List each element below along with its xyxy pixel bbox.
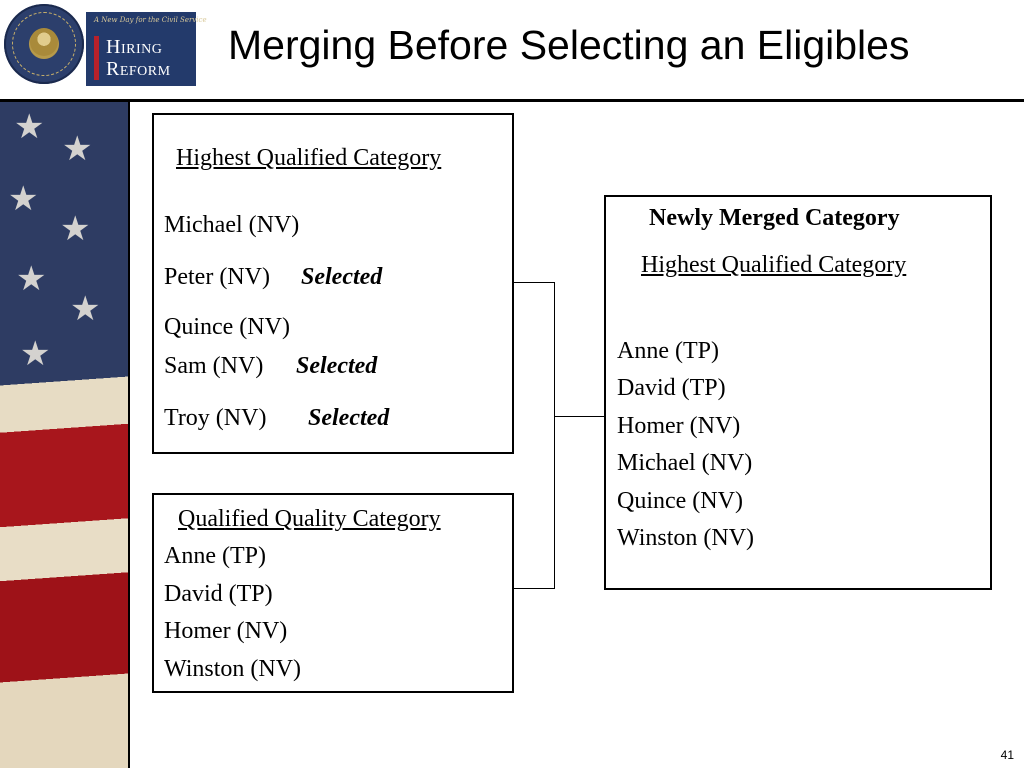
selected-label: Selected (308, 405, 390, 431)
page-number: 41 (1000, 748, 1014, 762)
list-item: David (TP) (617, 375, 726, 401)
star-icon: ★ (14, 107, 45, 147)
list-item: Anne (TP) (164, 543, 266, 569)
list-item: Winston (NV) (617, 525, 755, 551)
logo-name-line2: Reform (106, 58, 171, 80)
logo-name-line1: Hiring (106, 36, 163, 58)
list-item: Homer (NV) (617, 413, 741, 439)
list-item: Homer (NV) (164, 618, 288, 644)
star-icon: ★ (20, 334, 51, 374)
highest-qualified-box: Highest Qualified Category Michael (NV) … (152, 113, 514, 454)
list-item: Quince (NV) (617, 488, 743, 514)
star-icon: ★ (8, 179, 39, 219)
star-icon: ★ (70, 289, 101, 329)
qualified-quality-box: Qualified Quality Category Anne (TP) Dav… (152, 493, 514, 693)
selected-label: Selected (296, 353, 378, 379)
merged-title: Newly Merged Category (649, 205, 900, 231)
slide-title: Merging Before Selecting an Eligibles (228, 22, 910, 68)
connector-line (514, 588, 555, 589)
box-heading: Highest Qualified Category (641, 252, 907, 278)
box-heading: Qualified Quality Category (178, 506, 441, 532)
flag-divider (128, 102, 130, 768)
list-item: Anne (TP) (617, 338, 719, 364)
connector-line (554, 416, 604, 417)
flag-image: ★ ★ ★ ★ ★ ★ ★ (0, 102, 128, 768)
list-item: Peter (NV) (164, 264, 270, 290)
seal-ring (12, 12, 76, 76)
list-item: Michael (NV) (164, 212, 300, 238)
logo-name: Hiring Reform (106, 36, 171, 80)
connector-line (514, 282, 555, 283)
newly-merged-box: Newly Merged Category Highest Qualified … (604, 195, 992, 590)
star-icon: ★ (60, 209, 91, 249)
box-heading: Highest Qualified Category (176, 145, 442, 171)
selected-label: Selected (301, 264, 383, 290)
star-icon: ★ (16, 259, 47, 299)
list-item: Quince (NV) (164, 314, 290, 340)
list-item: Sam (NV) (164, 353, 264, 379)
list-item: Winston (NV) (164, 656, 302, 682)
connector-line (554, 282, 555, 589)
logo-tagline: A New Day for the Civil Service (94, 16, 207, 24)
hiring-reform-logo: A New Day for the Civil Service Hiring R… (86, 12, 207, 86)
opm-seal-logo (4, 4, 84, 84)
eagle-emblem-icon (30, 28, 58, 56)
slide-header: A New Day for the Civil Service Hiring R… (0, 0, 1024, 102)
list-item: Michael (NV) (617, 450, 753, 476)
logo-stripe (94, 36, 99, 80)
star-icon: ★ (62, 129, 93, 169)
title-rule (0, 99, 1024, 102)
list-item: David (TP) (164, 581, 273, 607)
list-item: Troy (NV) (164, 405, 267, 431)
